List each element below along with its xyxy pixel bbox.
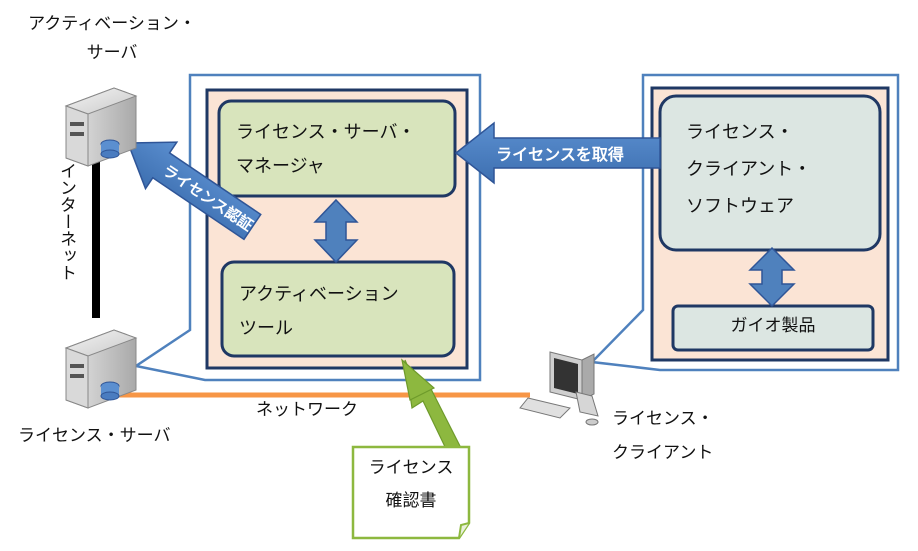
license-server-manager-text: ライセンス・サーバ・ マネージャ bbox=[236, 122, 416, 178]
internet-label: インターネット bbox=[56, 162, 76, 281]
gaio-product-text: ガイオ製品 bbox=[730, 316, 816, 336]
software-product-double-arrow bbox=[748, 246, 796, 308]
get-license-arrow: ライセンスを取得 bbox=[454, 121, 661, 185]
network-label: ネットワーク bbox=[256, 400, 358, 420]
activation-server-label: アクティベーション・ サーバ bbox=[28, 14, 196, 63]
client-computer-icon bbox=[519, 351, 599, 426]
activation-tool-text: アクティベーション ツール bbox=[239, 284, 399, 340]
activation-server-icon bbox=[64, 87, 138, 167]
certificate-document-icon bbox=[351, 445, 471, 540]
license-server-label: ライセンス・サーバ bbox=[18, 426, 171, 446]
license-server-icon bbox=[64, 329, 138, 409]
license-server-manager-box bbox=[217, 99, 457, 198]
manager-tool-double-arrow bbox=[313, 198, 359, 264]
get-license-label: ライセンスを取得 bbox=[496, 145, 624, 164]
activation-tool-box bbox=[220, 260, 456, 358]
certificate-arrow-head bbox=[401, 358, 436, 401]
license-client-label: ライセンス・ クライアント bbox=[612, 409, 714, 463]
certificate-text: ライセンス 確認書 bbox=[368, 458, 454, 512]
license-client-software-text: ライセンス・ クライアント・ ソフトウェア bbox=[686, 122, 812, 217]
